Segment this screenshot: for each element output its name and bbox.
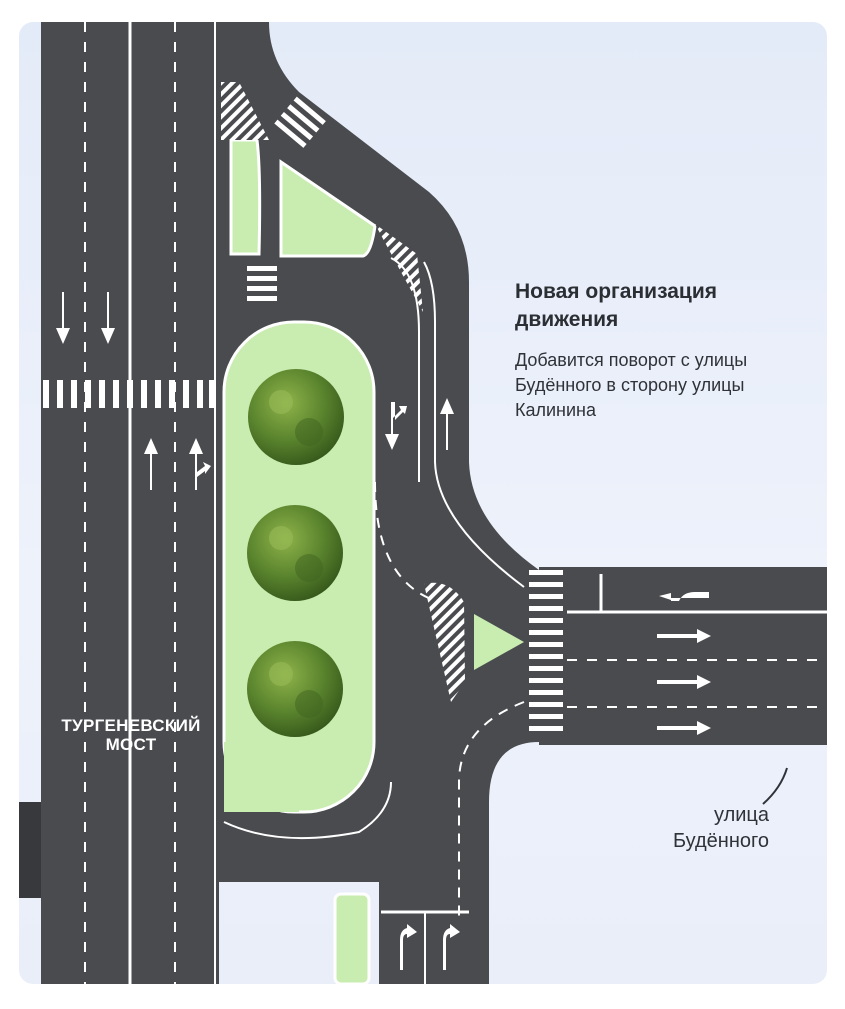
crosswalk-top [274,96,326,148]
green-island-top-triangle [279,159,377,258]
lower-dashed-edge [374,481,440,603]
crosswalk-left-island [247,266,277,301]
street-label: улица Будённого [672,804,769,852]
tree-icon [248,369,344,465]
loop-road-edge [390,257,420,482]
bridge-label: ТУРГЕНЕВСКИЙ МОСТ [61,716,201,754]
arrow-turn-left-icon [659,592,709,601]
arrow-turn-right-icon [385,402,407,450]
street-label-pointer [762,767,788,805]
green-triangle-right [474,614,524,670]
info-description: Добавится поворот с улицы Будённого в ст… [515,350,748,420]
lower-loop-edge [223,781,392,840]
bridge-lane-lines [84,22,176,984]
arrow-straight-icon [657,629,711,643]
hatch-right-top [375,224,423,312]
arrow-straight-icon [101,292,115,344]
upper-road-edge [423,261,525,588]
intersection-map [19,22,827,984]
arrow-turn-right-icon [400,924,417,970]
arrow-straight-icon [440,398,454,450]
green-strip-bottom [333,892,371,984]
budennogo-crosswalk [529,570,563,731]
arrow-turn-right-icon [189,438,211,490]
arrow-straight-icon [657,675,711,689]
arrow-turn-right-icon [443,924,460,970]
map-card: Новая организация движения Добавится пов… [19,22,827,984]
arrow-straight-icon [657,721,711,735]
budennogo-lane-lines [567,659,827,708]
green-island-top-left [229,138,262,256]
budennogo-road [539,567,827,745]
bridge-crosswalk [43,380,215,408]
hatch-middle [424,582,465,702]
lower-road-edge [458,701,525,922]
info-title: Новая организация движения [515,280,717,331]
arrow-straight-icon [56,292,70,344]
left-edge-road [19,802,41,898]
hatch-top [221,82,269,140]
tree-icon [247,641,343,737]
tree-icon [247,505,343,601]
arrow-straight-icon [144,438,158,490]
